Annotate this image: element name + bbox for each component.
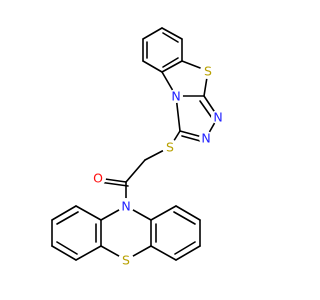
bond xyxy=(142,60,163,73)
bond xyxy=(142,27,163,40)
atom-label-background xyxy=(118,198,134,214)
bond xyxy=(51,205,77,221)
bond xyxy=(56,211,79,225)
atom-labels: S N N N S O N S xyxy=(90,63,225,268)
atom-label-nitrogen: N xyxy=(121,199,130,214)
atom-label-nitrogen: N xyxy=(213,110,222,125)
bond xyxy=(162,32,179,43)
atom-label-background xyxy=(162,139,178,155)
atom-label-background xyxy=(90,170,106,186)
atom-label-oxygen: O xyxy=(93,171,103,186)
bond xyxy=(125,159,146,183)
atom-label-sulfur: S xyxy=(122,253,130,268)
bond xyxy=(162,57,179,68)
bond xyxy=(174,241,196,255)
atom-label-nitrogen: N xyxy=(171,89,180,104)
bond xyxy=(175,205,201,221)
atom-label-sulfur: S xyxy=(204,64,212,79)
atom-label-nitrogen: N xyxy=(201,131,210,146)
molecule-structure-diagram: S N N N S O N S xyxy=(51,27,225,268)
atom-label-background xyxy=(118,252,134,268)
bond xyxy=(161,60,183,73)
bond xyxy=(56,241,78,255)
bond xyxy=(175,245,201,261)
atom-label-background xyxy=(200,63,216,79)
bond-lines xyxy=(51,27,219,261)
bond xyxy=(75,205,102,221)
atom-label-background xyxy=(211,110,225,124)
bond xyxy=(173,211,196,225)
bond xyxy=(75,245,102,261)
bond xyxy=(150,245,177,261)
bond xyxy=(161,27,183,40)
bond xyxy=(51,245,77,261)
atom-label-background xyxy=(199,131,213,145)
bond xyxy=(199,100,213,119)
bond xyxy=(150,205,177,221)
atom-label-sulfur: S xyxy=(166,140,174,155)
atom-label-background xyxy=(169,89,183,103)
